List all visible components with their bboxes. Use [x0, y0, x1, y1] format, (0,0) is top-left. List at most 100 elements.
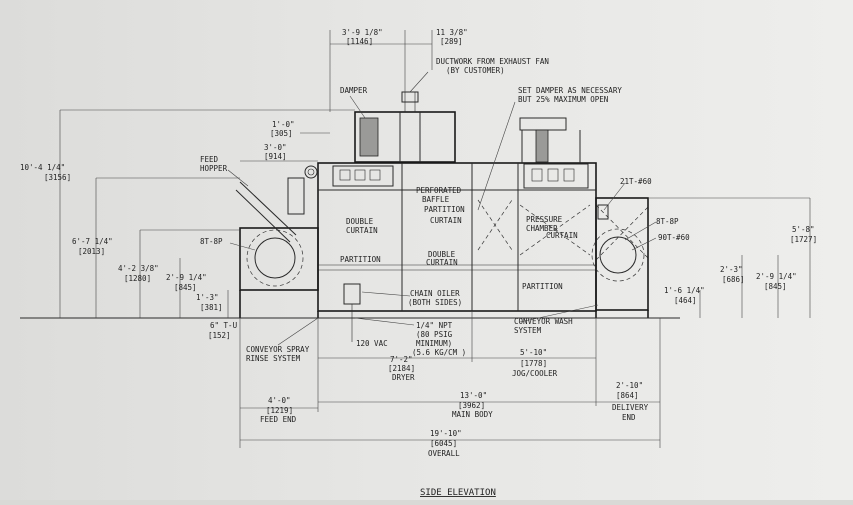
- label-chain-oiler: CHAIN OILER: [410, 289, 460, 298]
- dim-label: [2184]: [388, 364, 415, 373]
- delivery-sprocket: [599, 236, 637, 274]
- leader-duct: [409, 71, 429, 93]
- dim-label: [914]: [264, 152, 287, 161]
- top-damper-box: [519, 117, 567, 131]
- label-perforated: PERFORATED: [416, 186, 462, 195]
- dim-label: END: [622, 413, 636, 422]
- label-vac: 120 VAC: [356, 339, 388, 348]
- feed-hopper-chute: [239, 181, 297, 236]
- dim-label: 4'-2 3/8": [118, 264, 159, 273]
- label-21t: 21T-#60: [620, 177, 652, 186]
- baffle-diagonal: [477, 199, 513, 251]
- dim-label: 13'-0": [460, 391, 487, 400]
- dim-label: [864]: [616, 391, 639, 400]
- dim-label: [1778]: [520, 359, 547, 368]
- dim-label: 6" T-U: [210, 321, 237, 330]
- heater-cell: [563, 168, 575, 182]
- dim-label: [6045]: [430, 439, 457, 448]
- heater-cell: [354, 169, 366, 181]
- label-perforated: BAFFLE: [422, 195, 450, 204]
- dim-label: [845]: [174, 283, 197, 292]
- dim-label: DRYER: [392, 373, 415, 382]
- dim-label: 10'-4 1/4": [20, 163, 65, 172]
- label-double-curtain: DOUBLE: [428, 250, 456, 259]
- label-pressure: PRESSURE: [526, 215, 563, 224]
- dim-label: [289]: [440, 37, 463, 46]
- label-double-curtain: CURTAIN: [426, 258, 458, 267]
- dim-label: 1'-6 1/4": [664, 286, 705, 295]
- label-spray: RINSE SYSTEM: [246, 354, 301, 363]
- dim-label: 3'-9 1/8": [342, 28, 383, 37]
- feed-gauge: [304, 165, 318, 179]
- dim-label: FEED END: [260, 415, 297, 424]
- delivery-motor: [597, 204, 609, 220]
- leader-90t: [631, 237, 657, 251]
- delivery-end-housing: [595, 197, 649, 311]
- dim-label: 5'-8": [792, 225, 815, 234]
- delivery-sprocket-outline: [591, 228, 645, 282]
- leader-hopper: [227, 169, 249, 187]
- feed-control-box: [287, 177, 305, 215]
- leader-damper: [349, 95, 366, 119]
- dim-label: 1'-0": [272, 120, 295, 129]
- duct-cap: [401, 91, 419, 103]
- label-partition: PARTITION: [424, 205, 465, 214]
- dim-label: [3962]: [458, 401, 485, 410]
- dim-label: 2'-9 1/4": [166, 273, 207, 282]
- label-feed-hopper: FEED: [200, 155, 219, 164]
- leader-wash: [519, 304, 599, 323]
- dim-label: MAIN BODY: [452, 410, 493, 419]
- heater-cell: [547, 168, 559, 182]
- label-feed-hopper: HOPPER: [200, 164, 228, 173]
- dim-label: JOG/COOLER: [512, 369, 558, 378]
- note-duct: DUCTWORK FROM EXHAUST FAN: [436, 57, 549, 66]
- leader-8t: [624, 221, 657, 241]
- heater-box-left: [332, 165, 394, 187]
- label-8t: 8T-8P: [656, 217, 679, 226]
- leader-spray: [277, 317, 319, 346]
- note-setdamp: BUT 25% MAXIMUM OPEN: [518, 95, 608, 104]
- label-npt: (80 PSIG: [416, 330, 453, 339]
- feed-sprocket-outline: [246, 229, 304, 287]
- dim-label: 7'-2": [390, 355, 413, 364]
- dim-label: 2'-10": [616, 381, 643, 390]
- dim-label: OVERALL: [428, 449, 460, 458]
- chain-oiler: [343, 283, 361, 305]
- dim-label: DELIVERY: [612, 403, 649, 412]
- label-8t-left: 8T-8P: [200, 237, 223, 246]
- dim-label: [1280]: [124, 274, 151, 283]
- label-chain-oiler: (BOTH SIDES): [408, 298, 462, 307]
- label-spray: CONVEYOR SPRAY: [246, 345, 310, 354]
- label-curtain: CURTAIN: [430, 216, 462, 225]
- dim-label: [686]: [722, 275, 745, 284]
- label-90t: 90T-#60: [658, 233, 690, 242]
- label-pressure: CHAMBER: [526, 224, 558, 233]
- dim-label: [1727]: [790, 235, 817, 244]
- feed-sprocket: [254, 237, 296, 279]
- label-double-curtain: DOUBLE: [346, 217, 374, 226]
- note-duct: (BY CUSTOMER): [446, 66, 505, 75]
- dim-label: 2'-9 1/4": [756, 272, 797, 281]
- dim-label: [152]: [208, 331, 231, 340]
- dim-label: 1'-3": [196, 293, 219, 302]
- leader-setdamp: [477, 101, 516, 211]
- heater-cell: [531, 168, 543, 182]
- dim-label: [1146]: [346, 37, 373, 46]
- feed-end-housing: [239, 227, 319, 291]
- drawing-title: SIDE ELEVATION: [420, 488, 496, 498]
- heater-box-right: [523, 163, 589, 189]
- pressure-chamber-diagonal: [519, 204, 591, 256]
- dim-label: [1219]: [266, 406, 293, 415]
- leader-chain: [361, 291, 411, 297]
- dim-label: [845]: [764, 282, 787, 291]
- dim-label: [464]: [674, 296, 697, 305]
- feed-hopper-chute: [235, 189, 291, 243]
- note-damper: DAMPER: [340, 86, 368, 95]
- damper-plate: [359, 117, 379, 157]
- dim-label: 3'-0": [264, 143, 287, 152]
- dim-label: [3156]: [44, 173, 71, 182]
- feed-gauge-center: [307, 168, 315, 176]
- heater-cell: [369, 169, 381, 181]
- label-npt: MINIMUM): [416, 339, 452, 348]
